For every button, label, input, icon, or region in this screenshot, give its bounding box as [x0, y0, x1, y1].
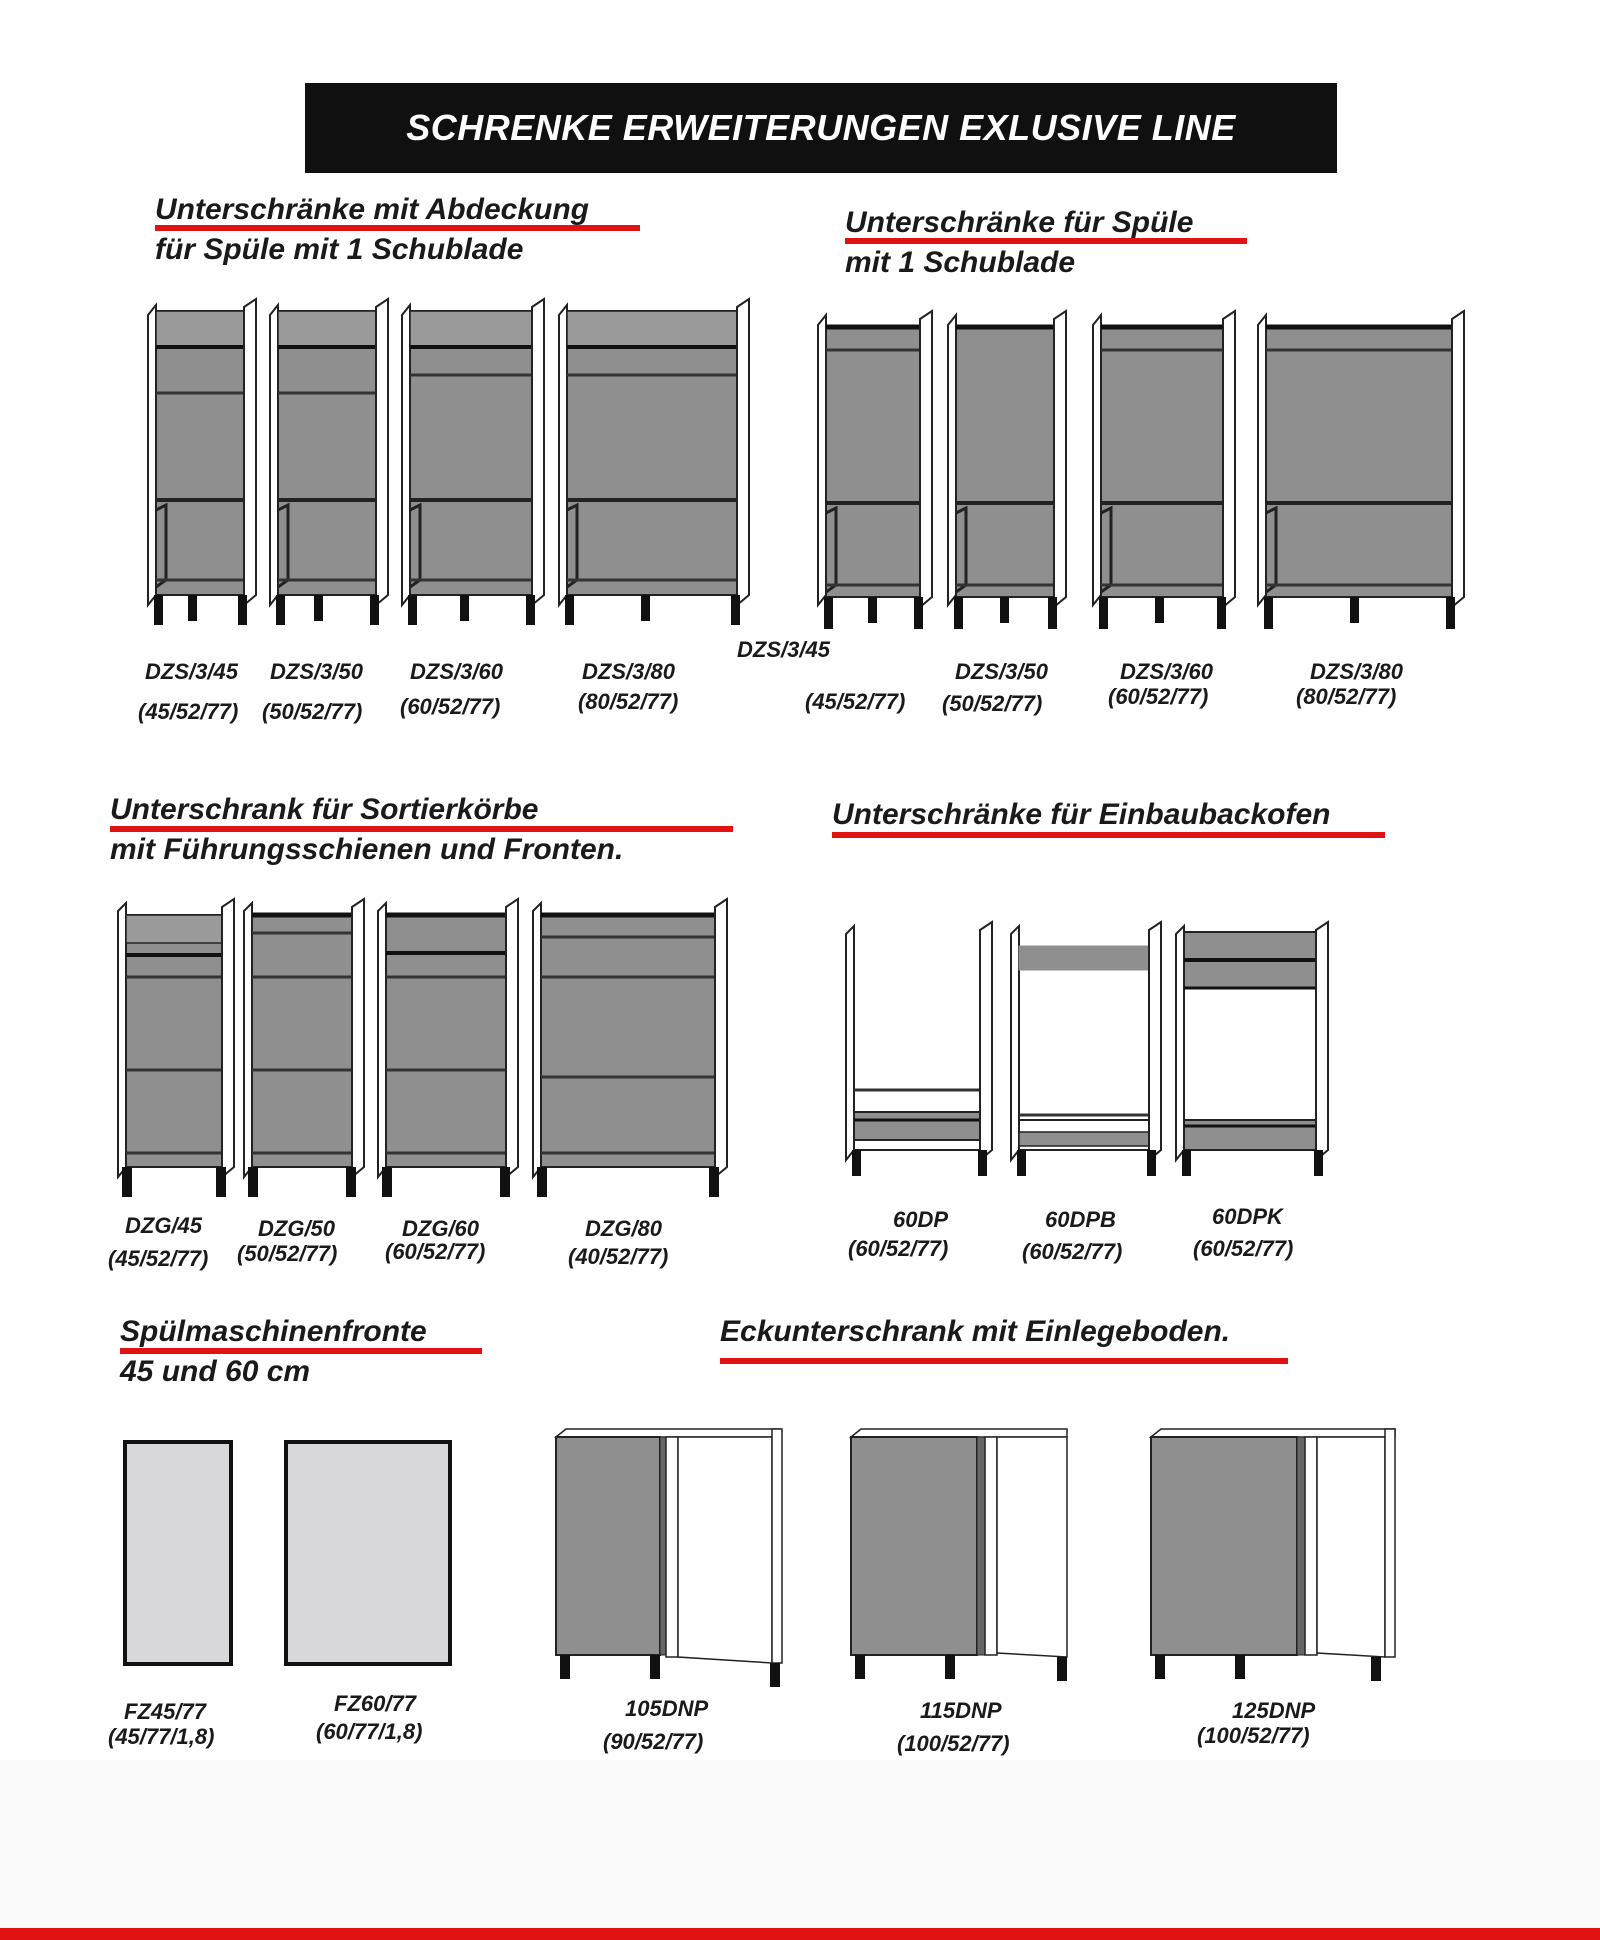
cabinet-dzg-60: [377, 897, 519, 1197]
product-dimensions: (50/52/77): [237, 1241, 338, 1266]
section-heading-corner: Eckunterschrank mit Einlegeboden.: [720, 1312, 1230, 1352]
product-code: 60DP: [893, 1207, 949, 1232]
product-dimensions: (45/77/1,8): [108, 1724, 215, 1749]
section-underline: [832, 832, 1385, 838]
section-title: Unterschrank für Sortierkörbe: [110, 793, 539, 826]
section-underline: [155, 225, 640, 231]
product-dimensions: (80/52/77): [578, 689, 679, 714]
front-panel-fz60: [284, 1440, 452, 1666]
page-bottom-line: [0, 1928, 1600, 1940]
page-title-bar: SCHRENKE ERWEITERUNGEN EXLUSIVE LINE: [305, 83, 1337, 173]
cabinet-60dp: [845, 920, 993, 1176]
cabinet-dzs-3-60: [401, 297, 545, 625]
cabinet-dzs-3-80-b: [1257, 309, 1465, 629]
product-dimensions: (60/52/77): [848, 1236, 949, 1261]
cabinet-dzs-3-60-b: [1092, 309, 1236, 629]
cabinet-125dnp: [1148, 1428, 1396, 1681]
section-heading-sink-with-cover: Unterschränke mit Abdeckung für Spüle mi…: [155, 190, 589, 270]
cabinet-dzs-3-50: [269, 297, 389, 625]
page-bottom-tint: [0, 1760, 1600, 1928]
section-underline: [845, 238, 1247, 244]
product-dimensions: (100/52/77): [1197, 1723, 1310, 1748]
product-dimensions: (60/52/77): [1022, 1239, 1123, 1264]
product-dimensions: (50/52/77): [262, 699, 363, 724]
product-code: DZS/3/50: [270, 659, 363, 684]
product-code: FZ45/77: [124, 1699, 206, 1724]
product-code: DZS/3/60: [410, 659, 503, 684]
section-heading-sorting-baskets: Unterschrank für Sortierkörbe mit Führun…: [110, 790, 623, 870]
product-code: 60DPB: [1045, 1207, 1116, 1232]
product-dimensions: (40/52/77): [568, 1244, 669, 1269]
product-dimensions: (45/52/77): [805, 689, 906, 714]
product-code: DZG/50: [258, 1216, 336, 1241]
section-underline: [110, 826, 733, 832]
product-dimensions: (60/52/77): [1108, 684, 1209, 709]
cabinet-dzs-3-45-b: [817, 309, 933, 629]
product-code: 105DNP: [625, 1696, 709, 1721]
product-code: DZS/3/45: [145, 659, 238, 684]
cabinet-60dpb: [1010, 920, 1162, 1176]
product-dimensions: (60/77/1,8): [316, 1719, 423, 1744]
product-code: DZG/80: [585, 1216, 663, 1241]
cabinet-dzg-80: [532, 897, 728, 1197]
cabinet-105dnp: [553, 1428, 783, 1687]
product-code: DZS/3/60: [1120, 659, 1213, 684]
section-title: Unterschränke für Einbaubackofen: [832, 798, 1331, 831]
cabinet-dzs-3-80: [558, 297, 750, 625]
product-code: FZ60/77: [334, 1691, 416, 1716]
section-title: Unterschränke mit Abdeckung: [155, 193, 589, 226]
product-code: DZS/3/80: [582, 659, 675, 684]
product-dimensions: (50/52/77): [942, 691, 1043, 716]
section-title: Spülmaschinenfronte: [120, 1315, 427, 1348]
product-code: 115DNP: [920, 1698, 1002, 1723]
product-dimensions: (90/52/77): [603, 1729, 704, 1754]
cabinet-dzg-50: [243, 897, 365, 1197]
cabinet-dzg-45: [117, 897, 235, 1197]
section-heading-dishwasher-front: Spülmaschinenfronte 45 und 60 cm: [120, 1312, 427, 1392]
product-dimensions: (60/52/77): [385, 1239, 486, 1264]
product-code: DZG/45: [125, 1213, 203, 1238]
cabinet-60dpk: [1175, 920, 1329, 1176]
section-subtitle: mit Führungsschienen und Fronten.: [110, 833, 624, 866]
cabinet-dzs-3-45: [147, 297, 257, 625]
section-title: Eckunterschrank mit Einlegeboden.: [720, 1315, 1231, 1348]
section-subtitle: mit 1 Schublade: [845, 246, 1076, 279]
product-dimensions: (60/52/77): [1193, 1236, 1294, 1261]
product-code: DZS/3/80: [1310, 659, 1403, 684]
front-panel-fz45: [123, 1440, 233, 1666]
section-heading-oven: Unterschränke für Einbaubackofen: [832, 795, 1330, 835]
section-heading-sink: Unterschränke für Spüle mit 1 Schublade: [845, 203, 1193, 283]
product-dimensions: (60/52/77): [400, 694, 501, 719]
section-title: Unterschränke für Spüle: [845, 206, 1194, 239]
product-code: DZS/3/45: [737, 637, 830, 662]
cabinet-dzs-3-50-b: [947, 309, 1067, 629]
product-code: DZG/60: [402, 1216, 480, 1241]
section-subtitle: 45 und 60 cm: [120, 1355, 311, 1388]
product-dimensions: (45/52/77): [108, 1246, 209, 1271]
product-dimensions: (80/52/77): [1296, 684, 1397, 709]
product-dimensions: (100/52/77): [897, 1731, 1010, 1756]
product-code: DZS/3/50: [955, 659, 1048, 684]
section-underline: [120, 1348, 482, 1354]
cabinet-115dnp: [848, 1428, 1068, 1681]
section-underline: [720, 1358, 1288, 1364]
product-dimensions: (45/52/77): [138, 699, 239, 724]
section-subtitle: für Spüle mit 1 Schublade: [155, 233, 524, 266]
product-code: 125DNP: [1232, 1698, 1316, 1723]
product-code: 60DPK: [1212, 1204, 1283, 1229]
page-title: SCHRENKE ERWEITERUNGEN EXLUSIVE LINE: [406, 107, 1236, 148]
